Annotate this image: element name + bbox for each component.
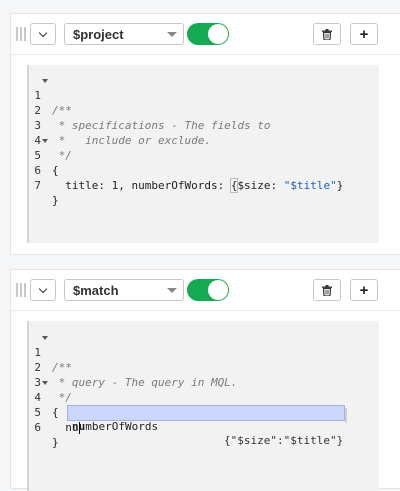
delete-stage-button[interactable] [313, 279, 341, 301]
code-line: 6 title: 1, numberOfWords: {$size: "$tit… [34, 164, 344, 193]
code-line: 3 * include or exclude. [34, 119, 211, 147]
drag-handle-icon[interactable] [16, 27, 28, 41]
suggestion-text: numberOfWords [72, 420, 159, 433]
code-line: 1 /** [29, 330, 72, 374]
stage-operator-select[interactable]: $match [64, 279, 184, 301]
stage-operator-value: $match [73, 283, 119, 298]
suggestion-value: {"$size":"$title"} [224, 434, 344, 447]
fold-arrow-icon[interactable] [42, 381, 48, 385]
code-line: 1 /** [29, 73, 72, 117]
stage-card-project: $project + 1 /** 2 * specifications - Th… [10, 13, 400, 255]
stage-operator-select[interactable]: $project [64, 23, 184, 45]
trash-icon [322, 28, 332, 40]
caret-down-icon [167, 32, 177, 37]
drag-handle-icon[interactable] [16, 283, 28, 297]
chevron-down-icon [38, 28, 48, 37]
trash-icon [322, 284, 332, 296]
code-line: 2 * specifications - The fields to [34, 104, 271, 132]
code-line: 5 nu [34, 406, 80, 434]
toggle-knob [208, 24, 228, 44]
delete-stage-button[interactable] [313, 23, 341, 45]
add-stage-button[interactable]: + [350, 279, 378, 301]
fold-arrow-icon[interactable] [42, 336, 48, 340]
code-line: 3 */ [34, 376, 72, 404]
collapse-stage-button[interactable] [30, 279, 56, 301]
code-line: 2 * query - The query in MQL. [34, 361, 238, 389]
stage-toolbar: $match + [11, 270, 400, 311]
code-line: 4 */ [34, 134, 72, 162]
fold-arrow-icon[interactable] [42, 79, 48, 83]
stage-toolbar: $project + [11, 14, 400, 55]
caret-down-icon [167, 288, 177, 293]
code-line: 4 { [29, 375, 69, 419]
collapse-stage-button[interactable] [30, 23, 56, 45]
code-line: 6 } [34, 421, 59, 449]
code-editor[interactable]: 1 /** 2 * query - The query in MQL. 3 */… [27, 321, 379, 491]
stage-card-match: $match + 1 /** 2 * query - The query in … [10, 269, 400, 491]
code-line: 7 } [34, 179, 59, 207]
chevron-down-icon [38, 284, 48, 293]
code-editor[interactable]: 1 /** 2 * specifications - The fields to… [27, 65, 379, 243]
fold-arrow-icon[interactable] [42, 139, 48, 143]
autocomplete-suggestion[interactable]: numberOfWords {"$size":"$title"} [67, 405, 347, 447]
stage-enabled-toggle[interactable] [187, 279, 229, 301]
code-line: 5 { [29, 133, 69, 177]
stage-operator-value: $project [73, 27, 124, 42]
stage-enabled-toggle[interactable] [187, 23, 229, 45]
add-stage-button[interactable]: + [350, 23, 378, 45]
toggle-knob [208, 280, 228, 300]
text-cursor [78, 422, 80, 434]
